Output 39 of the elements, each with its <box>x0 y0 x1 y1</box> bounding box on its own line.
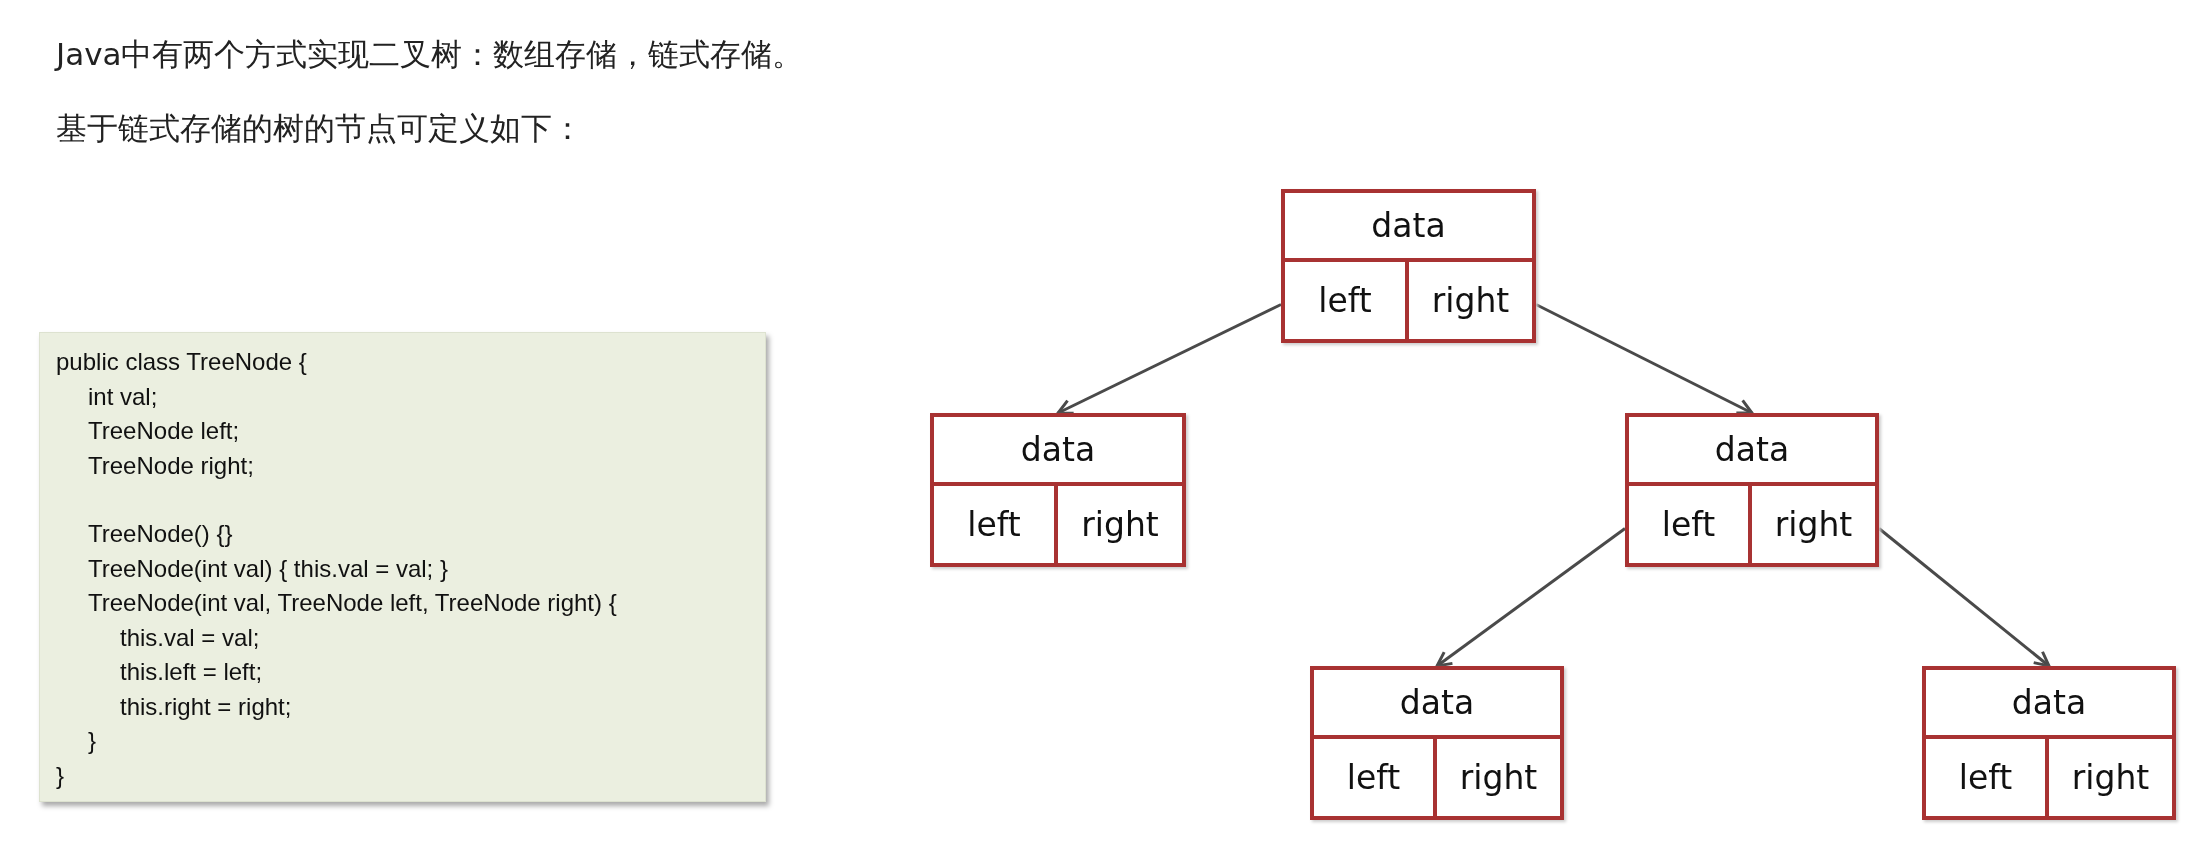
code-line: TreeNode(int val, TreeNode left, TreeNode right) { <box>88 588 617 618</box>
tree-node <box>930 413 1186 567</box>
code-line: this.right = right; <box>120 691 292 722</box>
left-pointer-field: left <box>1926 739 2049 816</box>
left-pointer-field: left <box>1285 262 1409 339</box>
code-line: } <box>56 760 64 791</box>
arrow <box>1878 527 2051 668</box>
data-field: data <box>934 417 1182 486</box>
tree-node <box>1625 413 1879 567</box>
right-pointer-field: right <box>1752 486 1875 563</box>
arrow <box>1435 527 1626 668</box>
arrow <box>1056 303 1282 415</box>
code-line: } <box>88 726 96 756</box>
code-line: TreeNode(int val) { this.val = val; } <box>88 553 448 584</box>
data-field: data <box>1285 193 1532 262</box>
data-field: data <box>1926 670 2172 739</box>
right-pointer-field: right <box>2049 739 2172 816</box>
tree-node <box>1281 189 1536 343</box>
code-line: this.val = val; <box>120 622 260 653</box>
code-panel <box>39 332 766 802</box>
heading-text: Java中有两个方式实现二叉树：数组存储，链式存储。 <box>56 35 804 74</box>
code-line: TreeNode left; <box>88 416 240 446</box>
left-pointer-field: left <box>934 486 1058 563</box>
data-field: data <box>1314 670 1560 739</box>
code-line: TreeNode right; <box>88 450 254 481</box>
right-pointer-field: right <box>1437 739 1560 816</box>
right-pointer-field: right <box>1409 262 1532 339</box>
right-pointer-field: right <box>1058 486 1182 563</box>
left-pointer-field: left <box>1314 739 1437 816</box>
left-pointer-field: left <box>1629 486 1752 563</box>
code-line: public class TreeNode { <box>56 347 307 377</box>
data-field: data <box>1629 417 1875 486</box>
heading-text: 基于链式存储的树的节点可定义如下： <box>56 109 583 148</box>
tree-node <box>1922 666 2176 820</box>
code-line: this.left = left; <box>120 657 263 687</box>
code-line: int val; <box>88 381 158 412</box>
tree-node <box>1310 666 1564 820</box>
arrow <box>1535 303 1754 415</box>
code-line: TreeNode() {} <box>88 519 233 549</box>
